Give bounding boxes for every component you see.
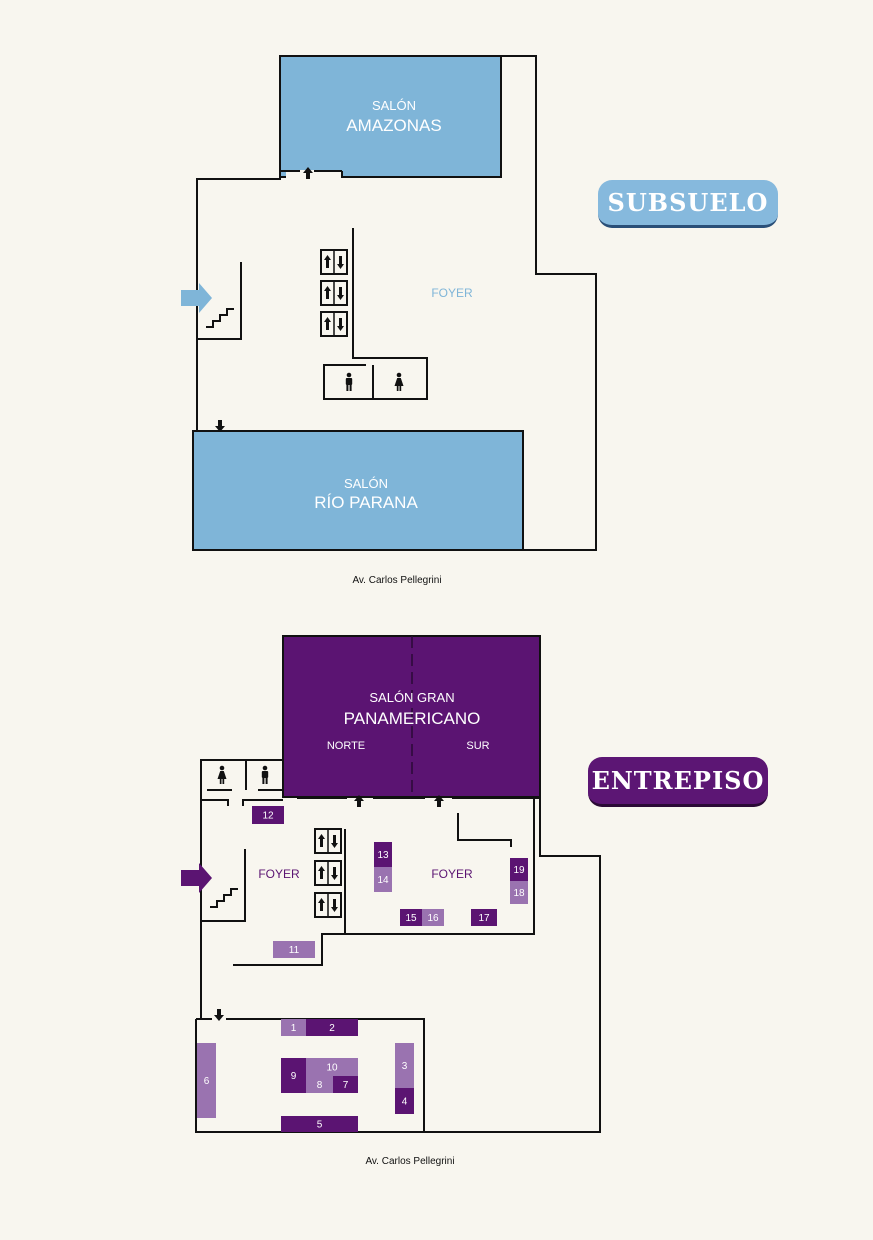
- entrance-arrow-icon: [181, 863, 212, 893]
- booth-8[interactable]: 8: [306, 1076, 333, 1093]
- female-restroom-icon: [394, 372, 404, 391]
- booth-17[interactable]: 17: [471, 909, 497, 926]
- booth-6-number: 6: [204, 1076, 210, 1087]
- salon-amazonas-label-1: SALÓN: [372, 98, 416, 113]
- booth-10[interactable]: 10: [306, 1058, 358, 1076]
- booth-19[interactable]: 19: [510, 858, 528, 881]
- stairs-icon: [205, 308, 235, 328]
- booth-18[interactable]: 18: [510, 881, 528, 904]
- booth-2-box[interactable]: [306, 1019, 358, 1036]
- salon-rio-parana-room[interactable]: [192, 430, 524, 551]
- subsuelo-floor-badge[interactable]: SUBSUELO: [598, 180, 778, 228]
- booth-3[interactable]: 3: [395, 1043, 414, 1088]
- booth-10-number: 10: [326, 1063, 338, 1074]
- salon-sur-label: SUR: [466, 740, 489, 752]
- booth-1[interactable]: 1: [281, 1019, 306, 1036]
- salon-rio-parana-label-1: SALÓN: [344, 476, 388, 491]
- stairs-icon: [209, 888, 239, 908]
- entrepiso-floor-badge[interactable]: ENTREPISO: [588, 757, 768, 807]
- booth-8-box[interactable]: [306, 1076, 333, 1093]
- entrepiso-floor: SALÓN GRAN PANAMERICANO NORTE SUR FOYER …: [181, 635, 601, 1167]
- down-arrow-icon: [214, 1009, 224, 1021]
- booth-14-number: 14: [377, 875, 389, 886]
- booth-3-number: 3: [402, 1061, 408, 1072]
- booth-10-box[interactable]: [306, 1058, 358, 1076]
- booth-18-number: 18: [513, 888, 525, 899]
- booth-14[interactable]: 14: [374, 867, 392, 892]
- booth-19-box[interactable]: [510, 858, 528, 881]
- booth-5-number: 5: [317, 1120, 323, 1131]
- salon-gran-label-1: SALÓN GRAN: [369, 690, 454, 705]
- booth-15[interactable]: 15: [400, 909, 422, 926]
- booth-1-box[interactable]: [281, 1019, 306, 1036]
- entrepiso-street-label: Av. Carlos Pellegrini: [365, 1156, 454, 1167]
- booth-13[interactable]: 13: [374, 842, 392, 867]
- booth-13-number: 13: [377, 850, 389, 861]
- booth-3-box[interactable]: [395, 1043, 414, 1088]
- booth-7[interactable]: 7: [333, 1076, 358, 1093]
- booth-17-number: 17: [478, 913, 490, 924]
- booth-1-number: 1: [291, 1023, 297, 1034]
- booth-13-box[interactable]: [374, 842, 392, 867]
- female-restroom-icon: [217, 765, 227, 784]
- male-restroom-icon: [261, 765, 269, 784]
- booth-11[interactable]: 11: [273, 941, 315, 958]
- booth-16[interactable]: 16: [422, 909, 444, 926]
- booth-11-number: 11: [289, 945, 300, 956]
- elevator-icon: [320, 249, 348, 275]
- booth-7-number: 7: [343, 1080, 349, 1091]
- elevator-icon: [320, 280, 348, 306]
- entrance-arrow-icon: [181, 283, 212, 313]
- elevator-icon: [314, 892, 342, 918]
- salon-gran-label-2: PANAMERICANO: [344, 709, 481, 728]
- salon-amazonas-room[interactable]: [279, 55, 502, 178]
- booth-9[interactable]: 9: [281, 1058, 306, 1093]
- booth-5-box[interactable]: [281, 1116, 358, 1132]
- booth-19-number: 19: [513, 865, 525, 876]
- booth-8-number: 8: [317, 1080, 323, 1091]
- subsuelo-floor: SALÓN AMAZONAS SALÓN RÍO PARANA FOYER Av…: [181, 55, 597, 586]
- booth-14-box[interactable]: [374, 867, 392, 892]
- booth-7-box[interactable]: [333, 1076, 358, 1093]
- male-restroom-icon: [345, 372, 353, 391]
- booth-6[interactable]: 6: [197, 1043, 216, 1118]
- booth-4-number: 4: [402, 1097, 408, 1108]
- booth-5[interactable]: 5: [281, 1116, 358, 1132]
- booth-12-number: 12: [262, 811, 274, 822]
- booth-16-number: 16: [427, 913, 439, 924]
- booth-2-number: 2: [329, 1023, 335, 1034]
- entrepiso-foyer-left-label: FOYER: [258, 867, 300, 881]
- booth-9-box[interactable]: [281, 1058, 306, 1093]
- booth-17-box[interactable]: [471, 909, 497, 926]
- salon-norte-label: NORTE: [327, 740, 365, 752]
- booth-9-number: 9: [291, 1071, 297, 1082]
- booth-12-box[interactable]: [252, 806, 284, 824]
- entrepiso-foyer-right-label: FOYER: [431, 867, 473, 881]
- elevator-icon: [314, 860, 342, 886]
- booth-4[interactable]: 4: [395, 1088, 414, 1114]
- subsuelo-foyer-label: FOYER: [431, 286, 473, 300]
- booth-4-box[interactable]: [395, 1088, 414, 1114]
- booth-11-box[interactable]: [273, 941, 315, 958]
- booth-15-box[interactable]: [400, 909, 422, 926]
- booth-6-box[interactable]: [197, 1043, 216, 1118]
- booth-15-number: 15: [405, 913, 417, 924]
- subsuelo-street-label: Av. Carlos Pellegrini: [352, 575, 441, 586]
- salon-amazonas-label-2: AMAZONAS: [346, 116, 441, 135]
- booth-18-box[interactable]: [510, 881, 528, 904]
- booth-16-box[interactable]: [422, 909, 444, 926]
- elevator-icon: [320, 311, 348, 337]
- salon-rio-parana-label-2: RÍO PARANA: [314, 493, 418, 512]
- booth-2[interactable]: 2: [306, 1019, 358, 1036]
- elevator-icon: [314, 828, 342, 854]
- booth-12[interactable]: 12: [252, 806, 284, 824]
